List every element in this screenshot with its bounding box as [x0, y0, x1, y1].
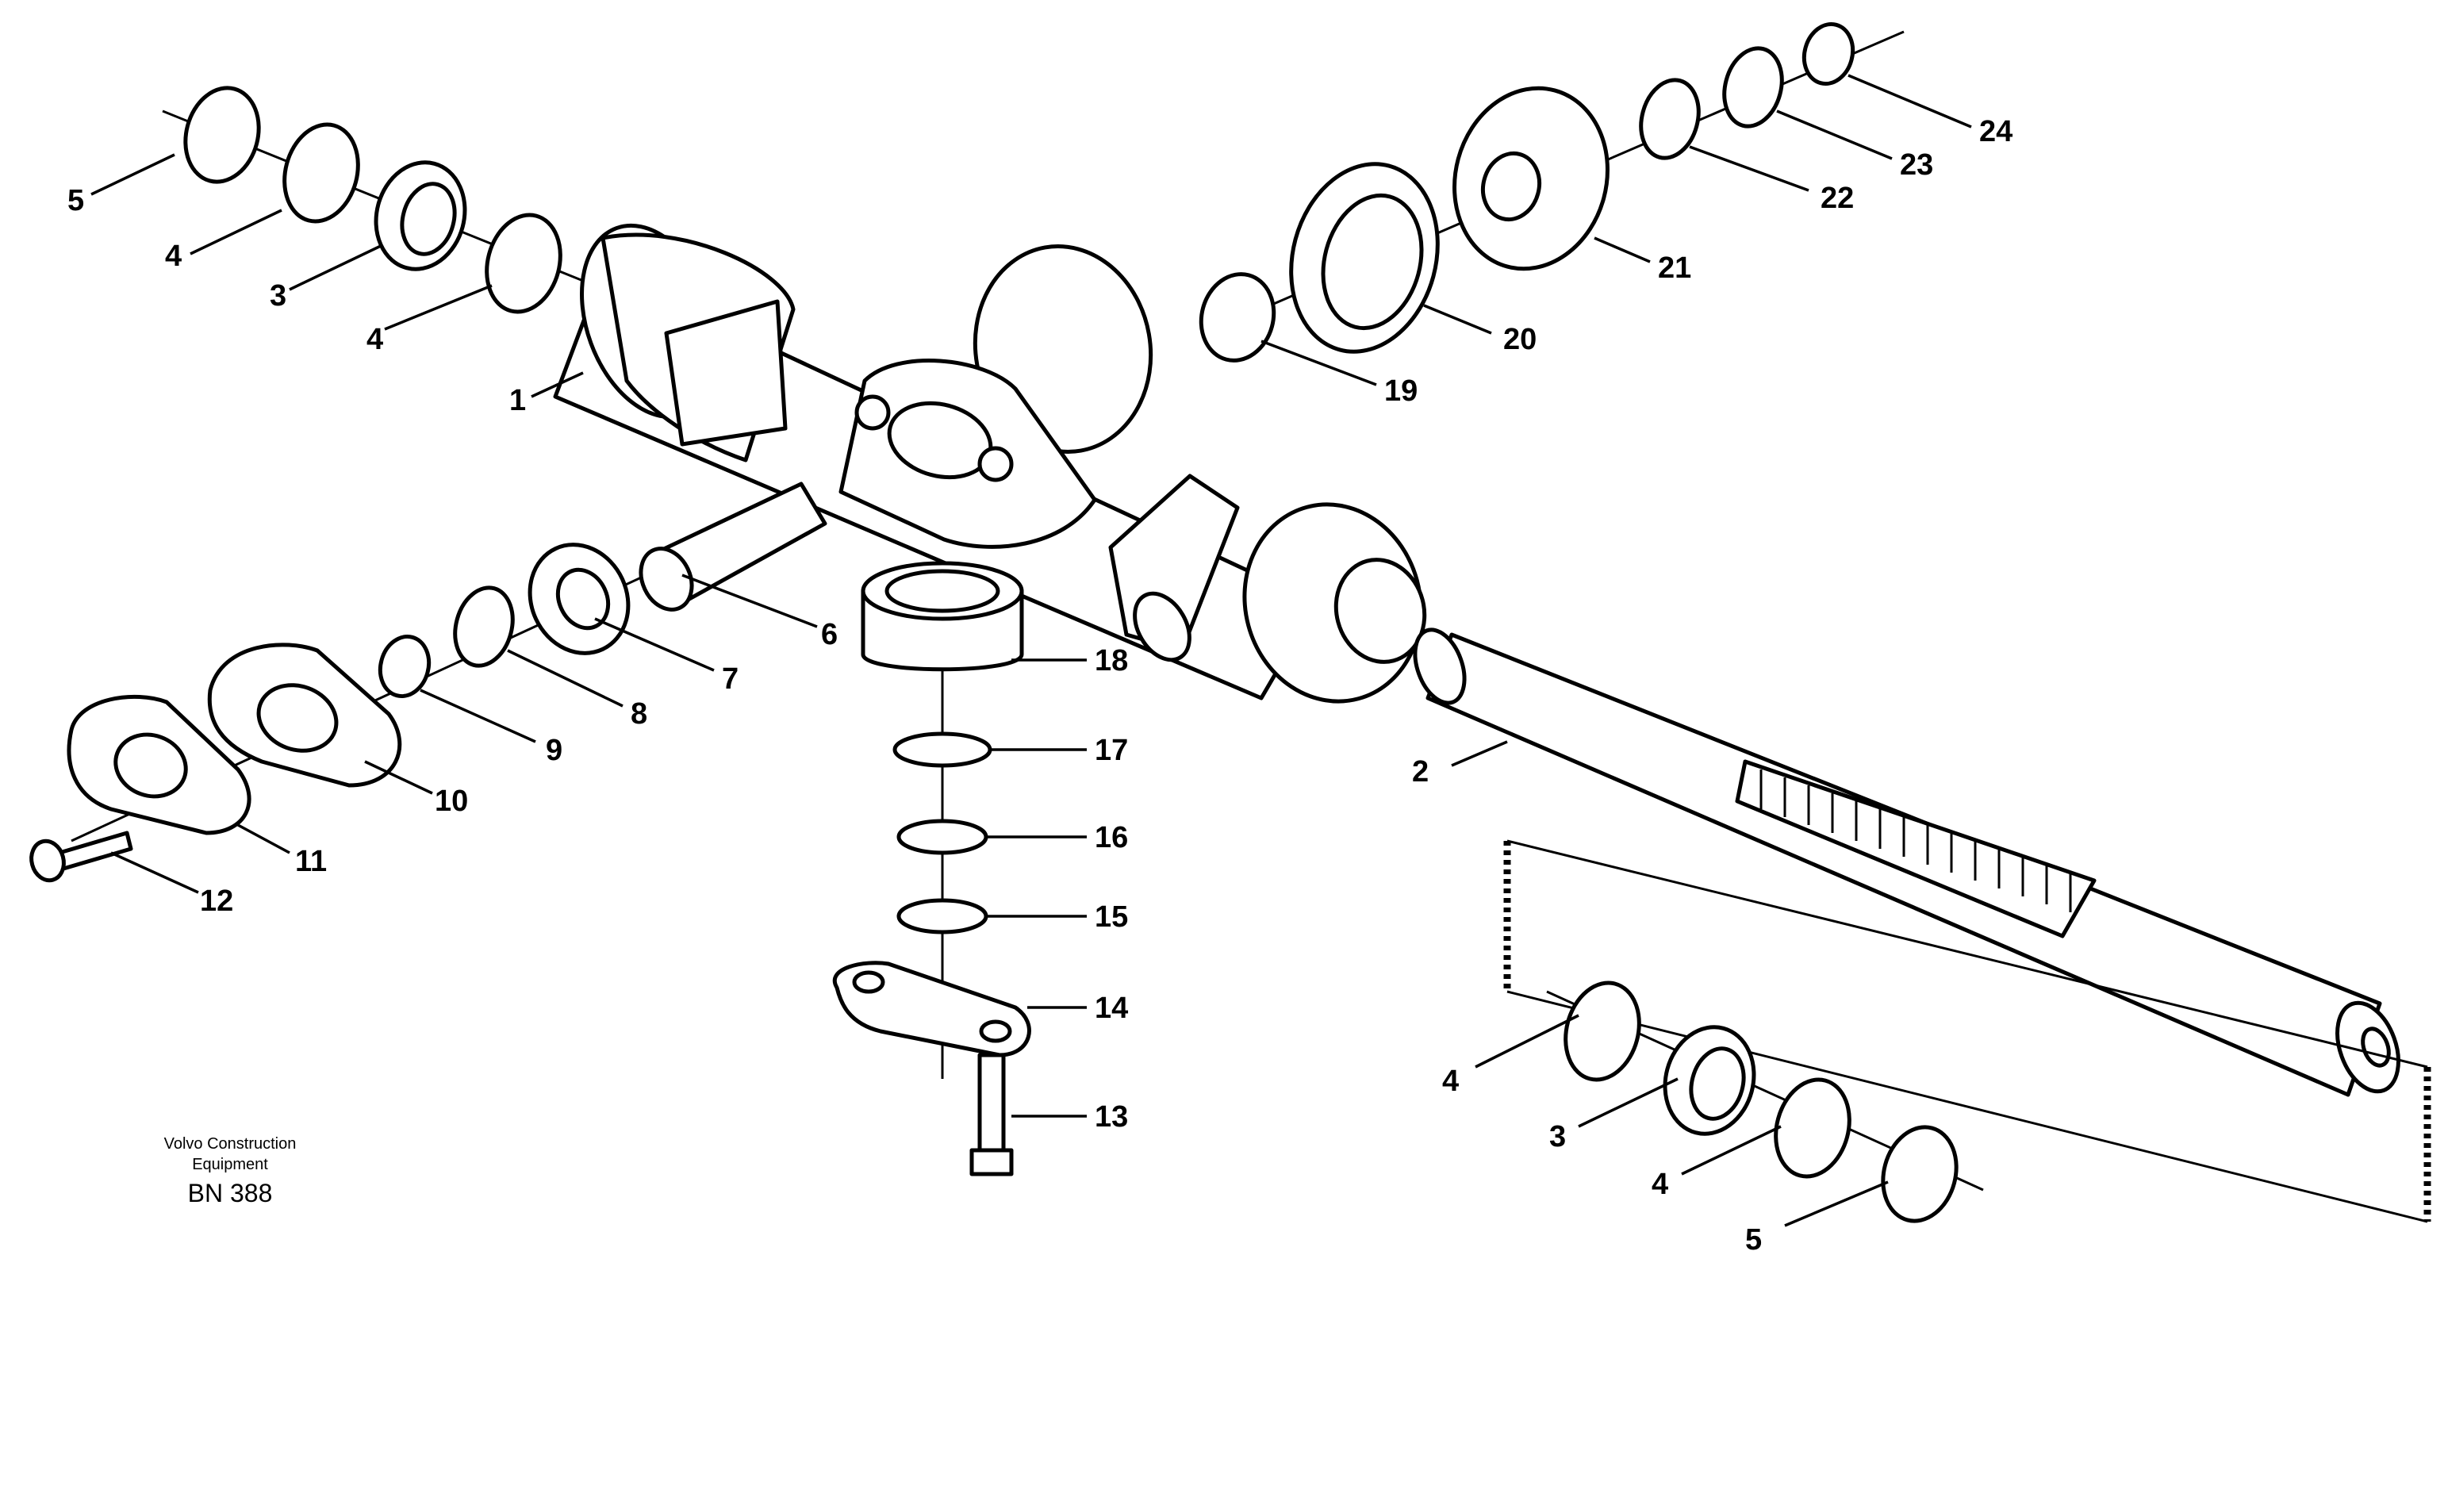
maker-name-line2: Equipment: [192, 1156, 268, 1173]
detail-bracket-bottom: [1506, 990, 2428, 1223]
cover-plate-14: [832, 961, 1031, 1057]
callout-5: 5: [67, 184, 84, 217]
callout-21: 21: [1658, 251, 1691, 285]
callout-5: 5: [1745, 1223, 1762, 1257]
plunger-18: [861, 561, 1024, 672]
flange-cover-11: [67, 694, 251, 835]
callout-7: 7: [722, 662, 739, 696]
o-ring-top-a: [282, 122, 360, 224]
callout-2: 2: [1412, 755, 1429, 789]
callout-13: 13: [1095, 1100, 1128, 1134]
callout-4: 4: [1652, 1168, 1668, 1201]
callout-22: 22: [1821, 182, 1854, 215]
callout-6: 6: [821, 618, 838, 651]
circlip-top: [183, 86, 261, 184]
callout-4: 4: [1442, 1065, 1459, 1098]
o-ring-bottom-b: [1774, 1077, 1851, 1179]
callout-18: 18: [1095, 644, 1128, 677]
maker-name-line1: Volvo Construction: [164, 1135, 297, 1153]
steering-rack: [1413, 627, 2400, 1097]
pinion-gear-6: [639, 482, 827, 612]
washer-22: [1639, 78, 1701, 160]
callout-4: 4: [366, 323, 383, 356]
callout-24: 24: [1979, 115, 2013, 148]
lock-washer-23: [1722, 46, 1784, 129]
drawing-code: BN 388: [188, 1179, 273, 1207]
callout-3: 3: [270, 279, 286, 313]
lock-washer-8: [453, 585, 515, 668]
callout-11: 11: [295, 845, 327, 878]
callout-9: 9: [546, 734, 562, 767]
gasket-10: [207, 643, 402, 788]
o-ring-top-b: [485, 213, 562, 314]
callout-4: 4: [165, 240, 182, 273]
callout-15: 15: [1095, 900, 1128, 934]
callout-10: 10: [435, 785, 468, 818]
nut-9: [378, 634, 432, 699]
callout-19: 19: [1384, 374, 1418, 408]
callout-16: 16: [1095, 821, 1128, 854]
steering-gear-housing: [553, 223, 1427, 704]
callout-1: 1: [509, 384, 526, 417]
callout-12: 12: [200, 885, 233, 918]
seal-16: [896, 819, 988, 855]
callout-8: 8: [631, 697, 647, 731]
callout-23: 23: [1900, 148, 1933, 182]
nut-24: [1801, 21, 1855, 86]
detail-bracket-top: [1506, 839, 2428, 1069]
washer-15: [896, 898, 988, 934]
bolt-12: [29, 831, 133, 883]
o-ring-bottom-a: [1564, 980, 1641, 1082]
callout-3: 3: [1549, 1120, 1566, 1153]
leader-lines: [90, 74, 1972, 1227]
bushing-19: [1199, 272, 1276, 363]
washer-17: [892, 731, 992, 768]
callout-17: 17: [1095, 734, 1128, 767]
bolt-13: [969, 1053, 1014, 1176]
callout-14: 14: [1095, 992, 1128, 1025]
callout-20: 20: [1503, 323, 1537, 356]
circlip-bottom: [1881, 1125, 1959, 1223]
